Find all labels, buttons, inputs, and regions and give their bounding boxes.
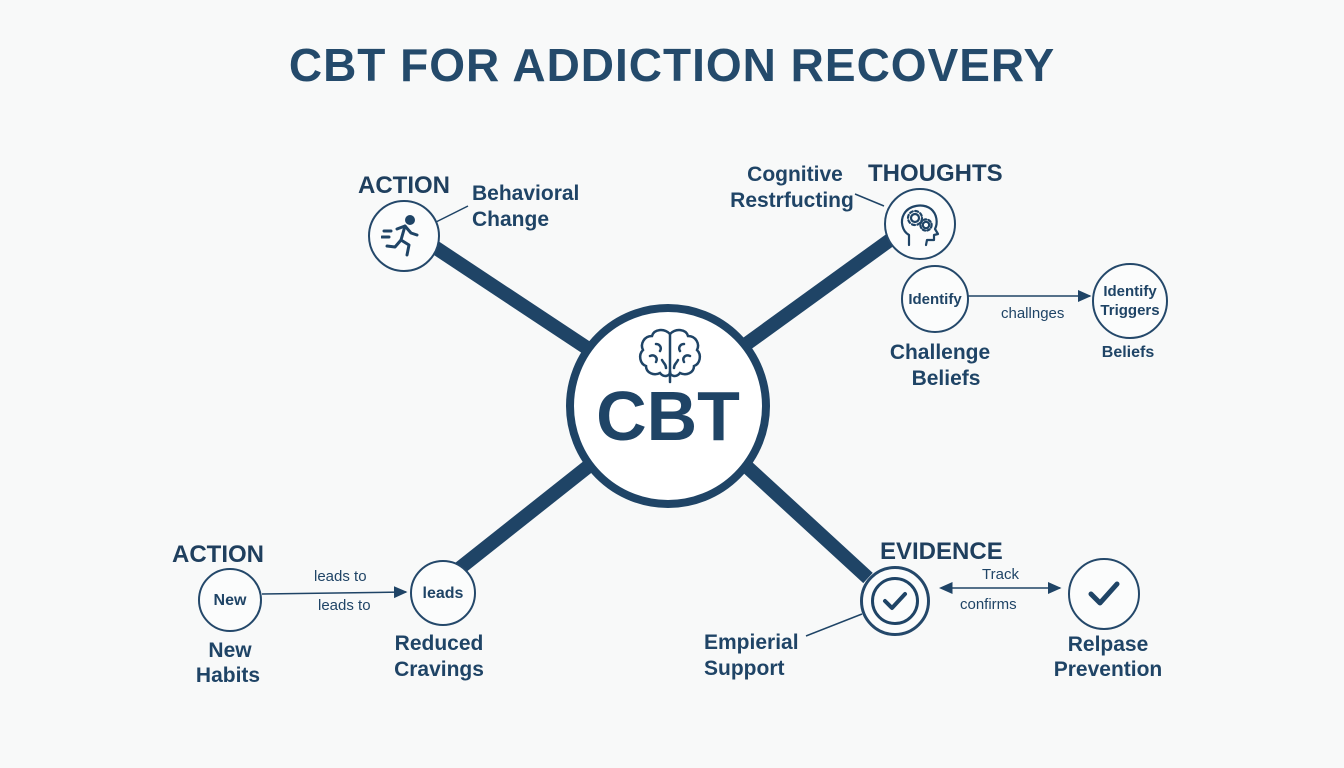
checkmark-icon-right bbox=[1088, 581, 1120, 606]
evidence-node bbox=[860, 566, 930, 636]
arrow-leads-to bbox=[261, 586, 408, 599]
empirical-support-line2: Support bbox=[704, 657, 785, 680]
brain-icon bbox=[638, 328, 702, 384]
challenges-arrow-label: challnges bbox=[1001, 305, 1065, 322]
thoughts-heading: THOUGHTS bbox=[868, 160, 1003, 187]
confirms-arrow-label: confirms bbox=[960, 596, 1017, 613]
new-node: New bbox=[198, 568, 262, 632]
challenge-beliefs-line1: Challenge bbox=[889, 341, 991, 364]
behavioral-change-line1: Behavioral bbox=[472, 182, 580, 205]
pointer-empirical bbox=[805, 613, 863, 637]
challenge-beliefs-line2: Beliefs bbox=[911, 367, 981, 390]
action-heading-top: ACTION bbox=[358, 172, 450, 199]
pointer-behavioral bbox=[435, 205, 469, 223]
cognitive-restructuring-line2: Restrfucting bbox=[730, 189, 854, 212]
reduced-cravings-line2: Cravings bbox=[394, 658, 484, 681]
behavioral-change-line2: Change bbox=[472, 208, 550, 231]
head-gears-icon bbox=[900, 204, 940, 247]
spoke-bottom-left bbox=[455, 459, 595, 574]
empirical-support-line1: Empierial bbox=[704, 631, 799, 654]
leads-to-label-bottom: leads to bbox=[318, 597, 371, 614]
action-heading-bottom: ACTION bbox=[172, 541, 264, 568]
identify-node: Identify bbox=[901, 265, 969, 333]
cognitive-restructuring-line1: Cognitive bbox=[747, 163, 843, 186]
hub-label: CBT bbox=[596, 377, 740, 455]
spoke-top-right bbox=[740, 234, 895, 351]
relapse-prevention-line2: Prevention bbox=[1053, 658, 1163, 681]
identify-triggers-line2: Triggers bbox=[1100, 302, 1160, 319]
identify-triggers-line1: Identify bbox=[1103, 283, 1157, 300]
page-title: CBT FOR ADDICTION RECOVERY bbox=[288, 39, 1056, 91]
track-arrow-label: Track bbox=[982, 566, 1019, 583]
reduced-cravings-line1: Reduced bbox=[394, 632, 484, 655]
new-habits-line2: Habits bbox=[195, 664, 261, 687]
spoke-top-left bbox=[426, 238, 594, 356]
thoughts-node bbox=[884, 188, 956, 260]
evidence-heading: EVIDENCE bbox=[880, 538, 1003, 565]
new-habits-line1: New bbox=[208, 639, 252, 662]
relapse-prevention-line1: Relpase bbox=[1067, 633, 1149, 656]
leads-to-label-top: leads to bbox=[314, 568, 367, 585]
evidence-inner-ring bbox=[871, 577, 919, 625]
running-person-icon bbox=[381, 215, 419, 257]
checkmark-icon bbox=[883, 592, 907, 610]
action-node bbox=[368, 200, 440, 272]
relapse-prevention-node bbox=[1068, 558, 1140, 630]
spoke-bottom-right bbox=[740, 459, 873, 584]
identify-triggers-node: Identify Triggers bbox=[1092, 263, 1168, 339]
cbt-hub: CBT bbox=[566, 304, 770, 508]
leads-node: leads bbox=[410, 560, 476, 626]
pointer-cognitive bbox=[854, 193, 885, 207]
beliefs-caption: Beliefs bbox=[1101, 344, 1155, 361]
